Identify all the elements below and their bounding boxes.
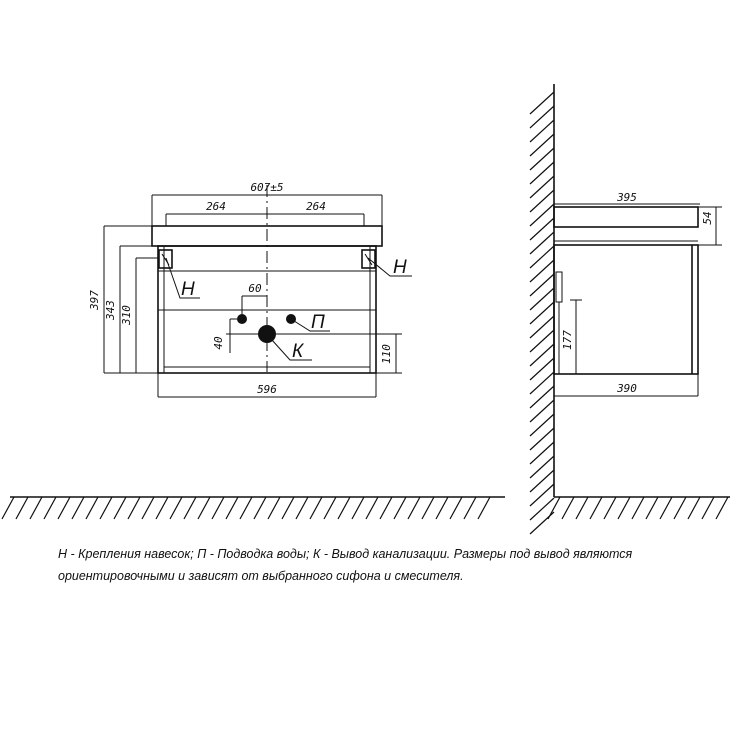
- dim-left-half: 264: [206, 200, 226, 213]
- front-view: 607±5 264 264 397 343 310 596 60 40: [88, 181, 412, 398]
- dim-height-397: 397: [88, 290, 101, 311]
- dim-bottom-depth: 390: [616, 382, 637, 395]
- mount-bracket-right: [361, 249, 376, 269]
- drain-outlet: [258, 325, 276, 343]
- mount-bracket-left: [158, 249, 173, 269]
- side-bracket: [555, 271, 563, 303]
- side-countertop: [553, 206, 699, 228]
- dim-top-thickness: 54: [701, 211, 714, 224]
- dim-drain-height: 110: [380, 344, 393, 364]
- floor-hatching: [1, 496, 505, 520]
- legend-caption: Н - Крепления навесок; П - Подводка воды…: [58, 543, 718, 587]
- dim-height-310: 310: [120, 305, 133, 326]
- label-mount-left: Н: [181, 279, 195, 300]
- dim-side-drain-height: 177: [561, 330, 574, 350]
- caption-line-2: ориентировочными и зависят от выбранного…: [58, 569, 464, 583]
- label-water-inlet: П: [311, 312, 325, 333]
- dim-pipe-offset-x: 60: [248, 282, 262, 295]
- water-inlet-left: [237, 314, 247, 324]
- side-cabinet: [553, 244, 699, 375]
- dim-bottom-width: 596: [257, 383, 277, 396]
- caption-line-1: Н - Крепления навесок; П - Подводка воды…: [58, 547, 633, 561]
- side-view: 395 54 177 390: [529, 84, 730, 535]
- dim-height-343: 343: [104, 300, 117, 321]
- label-mount-right: Н: [393, 257, 407, 278]
- dim-top-depth: 395: [616, 191, 637, 204]
- label-drain: К: [292, 341, 305, 362]
- dim-pipe-offset-y: 40: [212, 336, 225, 350]
- dim-right-half: 264: [306, 200, 326, 213]
- dim-overall-width: 607±5: [250, 181, 283, 194]
